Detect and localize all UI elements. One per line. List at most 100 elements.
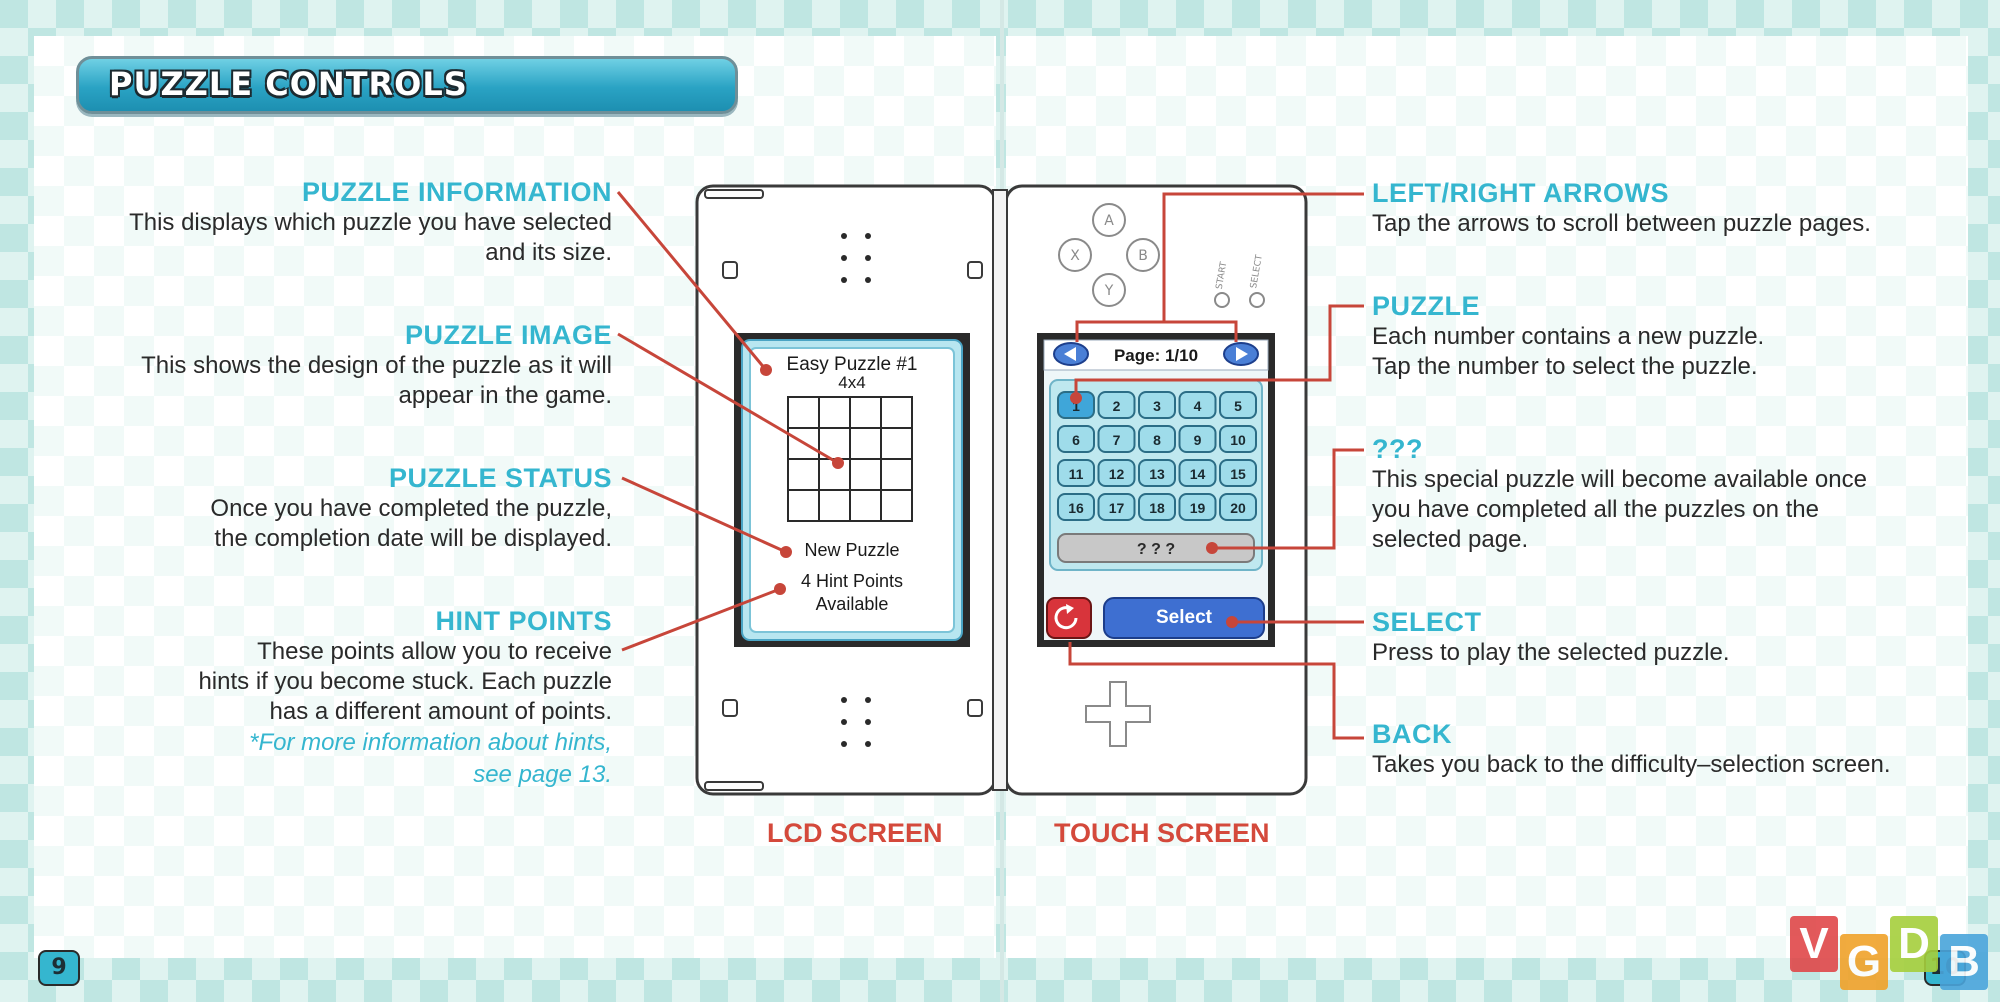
section-hint-points: HINT POINTS These points allow you to re… (198, 605, 612, 791)
puzzle-number-button[interactable]: 11 (1057, 459, 1095, 487)
puzzle-number-label: 12 (1109, 466, 1125, 482)
puzzle-number-label: 6 (1072, 432, 1080, 448)
puzzle-number-button[interactable]: 13 (1138, 459, 1176, 487)
section-line: you have completed all the puzzles on th… (1372, 496, 1819, 523)
puzzle-number-button[interactable]: 12 (1097, 459, 1136, 487)
select-button[interactable]: Select (1103, 597, 1265, 639)
hint-points-line1: 4 Hint Points (801, 571, 903, 591)
puzzle-number-button[interactable]: 14 (1178, 459, 1217, 487)
section-line: selected page. (1372, 526, 1529, 553)
touch-screen-caption: TOUCH SCREEN (1054, 818, 1270, 848)
section-puzzle-image: PUZZLE IMAGE This shows the design of th… (141, 319, 612, 411)
section-heading: PUZZLE (1372, 291, 1480, 321)
b-button-label: B (1138, 248, 1148, 264)
section-line: Takes you back to the difficulty–selecti… (1372, 751, 1891, 778)
section-line: has a different amount of points. (269, 698, 612, 725)
section-puzzle-status: PUZZLE STATUS Once you have completed th… (210, 462, 612, 554)
section-line: This special puzzle will become availabl… (1372, 466, 1867, 493)
section-heading: LEFT/RIGHT ARROWS (1372, 178, 1669, 208)
puzzle-number-button[interactable]: 15 (1219, 459, 1257, 487)
face-buttons (1058, 203, 1265, 308)
puzzle-number-button[interactable]: 4 (1178, 391, 1217, 419)
puzzle-number-label: 7 (1113, 432, 1121, 448)
watermark-letter: G (1840, 934, 1888, 990)
section-heading: PUZZLE IMAGE (405, 320, 612, 350)
hint-points-line2: Available (816, 594, 889, 614)
puzzle-number-label: 19 (1190, 500, 1206, 516)
section-line: Once you have completed the puzzle, (210, 495, 612, 522)
puzzle-number-label: 18 (1149, 500, 1165, 516)
watermark-letter: B (1940, 934, 1988, 990)
puzzle-number-label: 4 (1194, 398, 1202, 414)
special-puzzle-button[interactable]: ? ? ? (1137, 541, 1175, 558)
section-line: hints if you become stuck. Each puzzle (198, 668, 612, 695)
puzzle-number-button[interactable]: 17 (1097, 493, 1136, 521)
speaker-holes (841, 233, 871, 747)
puzzle-image-grid (787, 396, 913, 522)
puzzle-number-label: 20 (1230, 500, 1246, 516)
section-back: BACK Takes you back to the difficulty–se… (1372, 718, 1891, 780)
start-label: START (1215, 261, 1230, 291)
page-indicator: Page: 1/10 (1114, 346, 1198, 365)
section-line: Tap the number to select the puzzle. (1372, 353, 1758, 380)
leader-dots (760, 364, 1238, 628)
puzzle-number-button[interactable]: 7 (1097, 425, 1136, 453)
puzzle-status: New Puzzle (804, 540, 899, 560)
puzzle-number-button[interactable]: 3 (1138, 391, 1176, 419)
section-line: Press to play the selected puzzle. (1372, 639, 1730, 666)
watermark-logo: V G D B (1790, 916, 1990, 996)
puzzle-number-button[interactable]: 20 (1219, 493, 1257, 521)
puzzle-number-label: 2 (1113, 398, 1121, 414)
puzzle-number-button[interactable]: 2 (1097, 391, 1136, 419)
puzzle-number-label: 11 (1069, 466, 1084, 482)
puzzle-number-button[interactable]: 18 (1138, 493, 1176, 521)
puzzle-number-button[interactable]: 5 (1219, 391, 1257, 419)
puzzle-number-label: 16 (1068, 500, 1084, 516)
select-button-label: Select (1156, 607, 1213, 628)
puzzle-number-button[interactable]: 16 (1057, 493, 1095, 521)
puzzle-number-label: 5 (1234, 398, 1242, 414)
puzzle-number-label: 17 (1109, 500, 1125, 516)
left-arrow-button[interactable] (1053, 342, 1089, 366)
section-select: SELECT Press to play the selected puzzle… (1372, 606, 1730, 668)
section-puzzle: PUZZLE Each number contains a new puzzle… (1372, 290, 1764, 382)
section-line: This shows the design of the puzzle as i… (141, 352, 612, 379)
a-button-label: A (1104, 213, 1114, 229)
section-heading: PUZZLE INFORMATION (302, 177, 612, 207)
lcd-screen: Easy Puzzle #1 4x4 New Puzzle 4 Hint Poi… (734, 333, 970, 647)
section-heading: HINT POINTS (435, 606, 612, 636)
puzzle-number-label: 1 (1072, 398, 1080, 414)
puzzle-number-label: 13 (1149, 466, 1165, 482)
lcd-screen-caption: LCD SCREEN (767, 818, 943, 848)
section-line: Each number contains a new puzzle. (1372, 323, 1765, 350)
section-heading: BACK (1372, 719, 1452, 749)
puzzle-number-label: 10 (1230, 432, 1246, 448)
section-line: These points allow you to receive (257, 638, 612, 665)
puzzle-size: 4x4 (838, 373, 865, 392)
section-note: *For more information about hints, (249, 729, 612, 756)
puzzle-number-label: 15 (1230, 466, 1246, 482)
section-left-right-arrows: LEFT/RIGHT ARROWS Tap the arrows to scro… (1372, 177, 1871, 239)
back-button[interactable] (1046, 597, 1092, 639)
page-number-left: 9 (38, 950, 80, 986)
section-note: see page 13. (473, 761, 612, 788)
page-title: PUZZLE CONTROLS (109, 65, 468, 103)
section-line: appear in the game. (398, 382, 612, 409)
puzzle-number-button[interactable]: 19 (1178, 493, 1217, 521)
y-button-label: Y (1104, 283, 1114, 299)
puzzle-number-button[interactable]: 9 (1178, 425, 1217, 453)
section-line: the completion date will be displayed. (214, 525, 612, 552)
x-button-label: X (1070, 248, 1080, 264)
puzzle-number-button[interactable]: 8 (1138, 425, 1176, 453)
puzzle-number-button[interactable]: 10 (1219, 425, 1257, 453)
puzzle-number-label: 9 (1194, 432, 1202, 448)
leader-lines (616, 191, 1364, 740)
right-arrow-button[interactable] (1223, 342, 1259, 366)
puzzle-number-label: 14 (1190, 466, 1206, 482)
puzzle-number-button[interactable]: 6 (1057, 425, 1095, 453)
section-heading: SELECT (1372, 607, 1482, 637)
section-line: This displays which puzzle you have sele… (129, 209, 612, 236)
section-puzzle-information: PUZZLE INFORMATION This displays which p… (129, 176, 612, 268)
